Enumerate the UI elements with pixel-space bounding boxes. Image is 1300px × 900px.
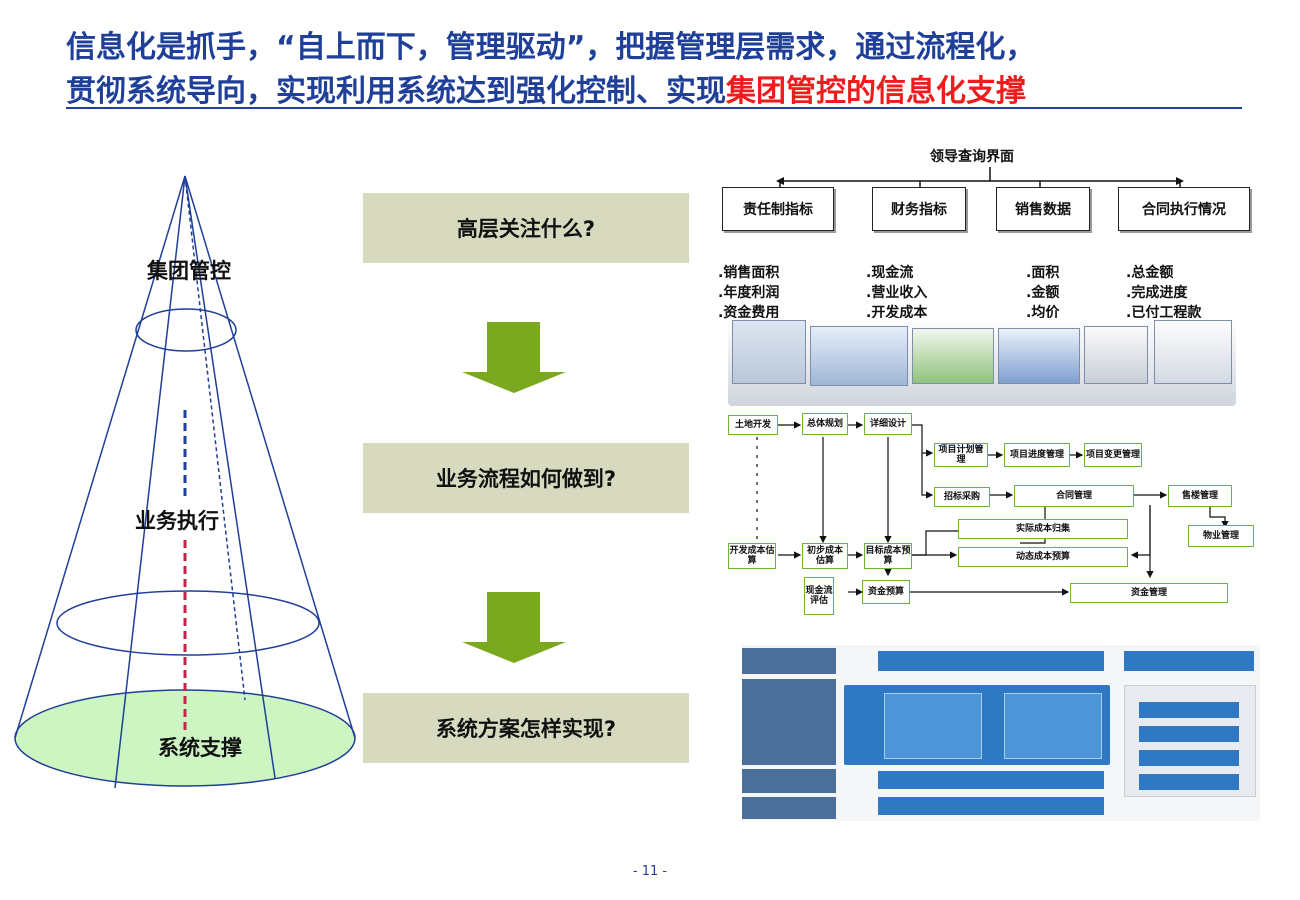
dashboard-thumb-5 <box>1084 326 1148 384</box>
dashboard-thumb-3 <box>912 328 994 384</box>
flow-node-dynamic: 动态成本预算 <box>958 547 1128 567</box>
flow-node-sales: 售楼管理 <box>1168 485 1232 507</box>
arch-bottom-bar-2 <box>878 797 1104 815</box>
flow-node-design: 详细设计 <box>864 413 912 435</box>
flow-node-actual-cost: 实际成本归集 <box>958 519 1128 539</box>
arch-right-item-2 <box>1139 726 1239 742</box>
flow-node-init-est: 初步成本估算 <box>802 543 848 569</box>
dashboard-thumb-4 <box>998 328 1080 384</box>
flow-node-land: 土地开发 <box>728 415 778 435</box>
metrics-contract: .总金额 .完成进度 .已付工程款 <box>1126 265 1202 321</box>
flow-node-bidding: 招标采购 <box>934 487 990 507</box>
cone-top-label: 集团管控 <box>147 259 231 283</box>
dashboard-thumb-6 <box>1154 320 1232 384</box>
flow-node-proj-progress: 项目进度管理 <box>1004 443 1070 467</box>
slide-title: 信息化是抓手，“自上而下，管理驱动”，把握管理层需求，通过流程化， 贯彻系统导向… <box>66 26 1246 114</box>
arch-right-item-1 <box>1139 702 1239 718</box>
flow-node-contract: 合同管理 <box>1014 485 1134 507</box>
arch-side-block-4 <box>742 797 836 819</box>
question-box-bottom: 系统方案怎样实现? <box>363 693 689 763</box>
page-number: - 11 - <box>632 864 668 879</box>
flow-connectors <box>756 421 1229 596</box>
title-highlight: 集团管控的信息化支撑 <box>726 74 1026 109</box>
metrics-responsibility: .销售面积 .年度利润 .资金费用 <box>718 265 780 321</box>
cone-inner-line-2 <box>184 175 276 779</box>
title-underline <box>66 107 1242 109</box>
flow-node-proj-plan: 项目计划管理 <box>934 443 988 467</box>
leader-box-finance: 财务指标 <box>872 187 966 231</box>
flow-node-dev-est: 开发成本估算 <box>728 543 776 569</box>
cone-dashed-line <box>184 175 246 701</box>
title-line-2-prefix: 贯彻系统导向，实现利用系统达到强化控制、实现 <box>66 74 726 109</box>
question-box-top: 高层关注什么? <box>363 193 689 263</box>
leader-panel-title: 领导查询界面 <box>930 149 1014 165</box>
cone-edge-left <box>14 175 186 739</box>
metrics-sales: .面积 .金额 .均价 <box>1026 265 1060 321</box>
arch-right-item-4 <box>1139 774 1239 790</box>
arch-side-block-2 <box>742 679 836 765</box>
title-line-2: 贯彻系统导向，实现利用系统达到强化控制、实现集团管控的信息化支撑 <box>66 70 1246 114</box>
arch-side-block-3 <box>742 769 836 793</box>
arch-right-item-3 <box>1139 750 1239 766</box>
flow-node-property: 物业管理 <box>1188 525 1254 547</box>
leader-box-sales: 销售数据 <box>996 187 1090 231</box>
dashboard-thumb-2 <box>810 326 908 386</box>
architecture-diagram <box>742 645 1260 821</box>
question-box-middle: 业务流程如何做到? <box>363 443 689 513</box>
flow-node-proj-change: 项目变更管理 <box>1084 443 1142 467</box>
down-arrow-2 <box>462 592 566 663</box>
arch-core-right <box>1004 693 1102 759</box>
cone-mid-label: 业务执行 <box>135 509 219 533</box>
cone-mid-ellipse <box>56 590 320 656</box>
cone-edge-right <box>184 175 356 739</box>
cone-inner-line-1 <box>114 175 186 789</box>
cone-top-ellipse <box>135 308 237 352</box>
leader-box-contract: 合同执行情况 <box>1118 187 1250 231</box>
arch-core-block <box>844 685 1110 765</box>
arch-core-left <box>884 693 982 759</box>
flow-node-fund-budget: 资金预算 <box>862 580 910 604</box>
arch-right-top <box>1124 651 1254 671</box>
dashboard-thumb-1 <box>732 320 806 384</box>
cone-diagram <box>14 175 356 789</box>
arch-side-block-1 <box>742 648 836 674</box>
title-line-1: 信息化是抓手，“自上而下，管理驱动”，把握管理层需求，通过流程化， <box>66 30 1036 65</box>
flow-node-fund-mgmt: 资金管理 <box>1070 583 1228 603</box>
flow-node-target: 目标成本预算 <box>864 543 912 569</box>
flow-node-cash-eval: 现金流评估 <box>804 577 834 615</box>
flow-node-plan: 总体规划 <box>802 413 848 435</box>
leader-box-responsibility: 责任制指标 <box>722 187 834 231</box>
leader-tree-connectors <box>776 167 1184 187</box>
arch-right-panel <box>1124 685 1256 797</box>
arch-bottom-bar-1 <box>878 771 1104 789</box>
arch-top-bar <box>878 651 1104 671</box>
down-arrow-1 <box>462 322 566 393</box>
cone-bottom-label: 系统支撑 <box>158 736 242 760</box>
dashboard-collage <box>728 318 1236 406</box>
